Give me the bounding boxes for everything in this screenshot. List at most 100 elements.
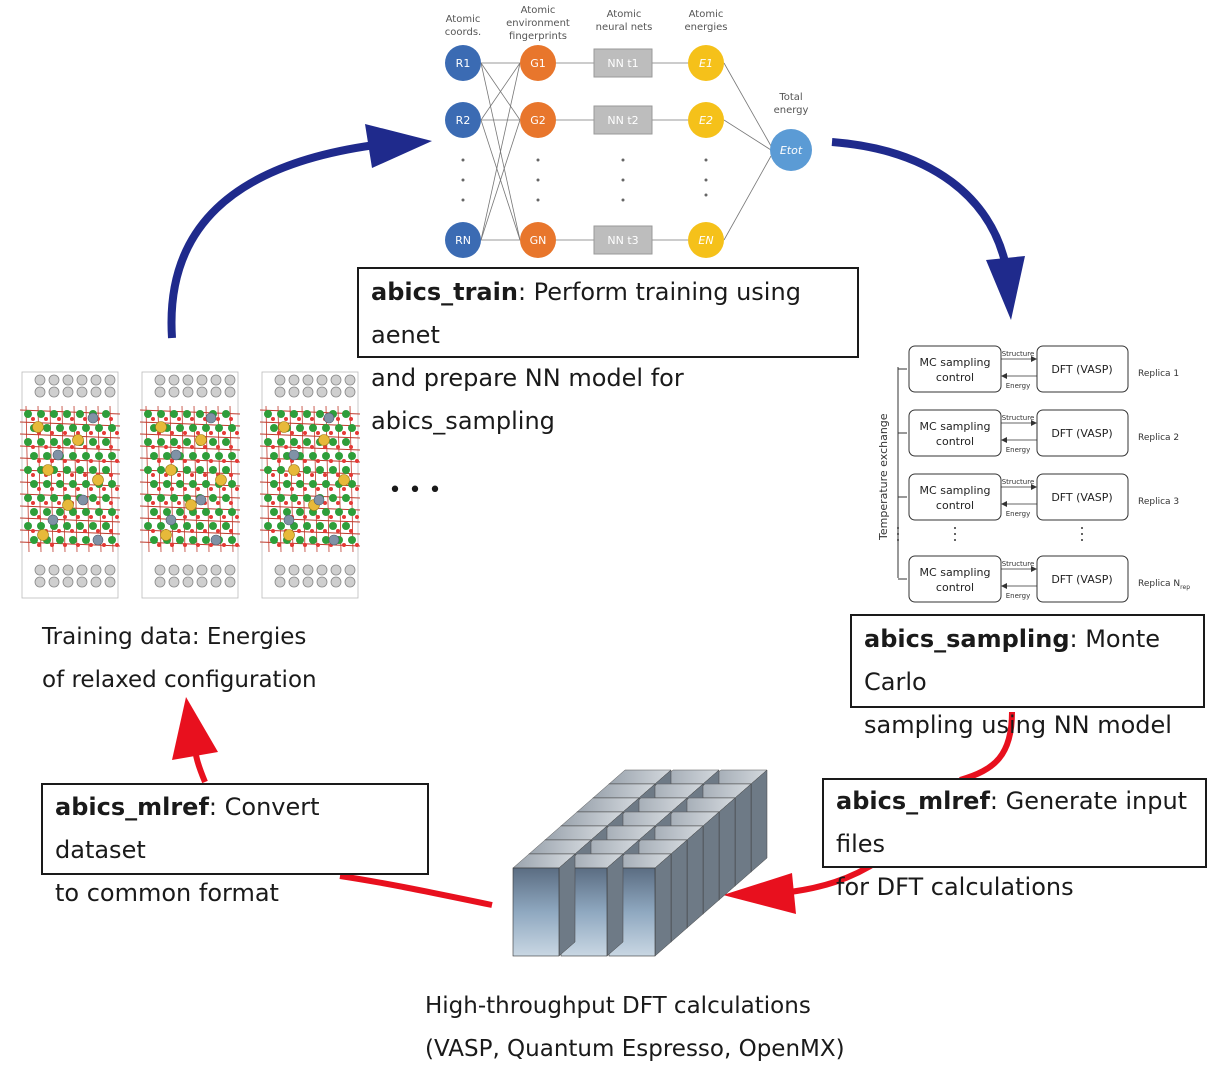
nn-node-2 <box>593 105 653 135</box>
red-atom <box>222 459 226 463</box>
green-atom <box>50 494 58 502</box>
grey-atom <box>224 576 236 588</box>
energy-label: Energy <box>1006 446 1031 454</box>
grey-atom <box>274 374 286 386</box>
green-atom <box>37 410 45 418</box>
green-atom <box>270 536 278 544</box>
r-node-1-label: R1 <box>456 57 471 70</box>
steel-atom <box>92 534 104 546</box>
bond <box>19 433 121 439</box>
grey-atom <box>274 564 286 576</box>
red-atom <box>183 431 187 435</box>
arrow-to-train-head <box>365 124 432 168</box>
green-atom <box>69 480 77 488</box>
grey-atom <box>90 564 102 576</box>
green-atom <box>183 410 191 418</box>
energy-label: Energy <box>1006 510 1031 518</box>
green-atom <box>82 480 90 488</box>
red-atom <box>216 417 220 421</box>
green-atom <box>209 494 217 502</box>
green-atom <box>316 522 324 530</box>
grey-atom <box>154 386 166 398</box>
green-atom <box>189 536 197 544</box>
red-atom <box>31 501 35 505</box>
grey-atom <box>104 386 116 398</box>
green-atom <box>37 522 45 530</box>
red-atom <box>89 459 93 463</box>
red-atom <box>271 501 275 505</box>
red-atom <box>290 431 294 435</box>
red-atom <box>190 417 194 421</box>
green-atom <box>157 522 165 530</box>
red-atom <box>109 473 113 477</box>
red-atom <box>284 501 288 505</box>
red-atom <box>216 529 220 533</box>
grey-atom <box>210 386 222 398</box>
r-node-1 <box>445 45 481 81</box>
mc-sampling-label: MC sampling <box>920 356 991 369</box>
green-atom <box>264 438 272 446</box>
green-atom <box>342 438 350 446</box>
nn-header-fp: Atomic <box>521 5 556 16</box>
grey-atom <box>224 386 236 398</box>
grey-atom <box>168 564 180 576</box>
red-atom <box>63 543 67 547</box>
red-atom <box>157 543 161 547</box>
red-atom <box>57 529 61 533</box>
steel-atom <box>210 534 222 546</box>
green-atom <box>63 438 71 446</box>
abics-mlref-convert-text-2: to common format <box>55 879 279 907</box>
e-node-n <box>688 222 724 258</box>
replica-label: Replica 3 <box>1138 497 1179 507</box>
red-atom <box>235 515 239 519</box>
bond <box>259 421 361 427</box>
red-atom <box>222 487 226 491</box>
mc-control-label: control <box>936 581 974 594</box>
steel-atom <box>47 514 59 526</box>
red-atom <box>355 431 359 435</box>
red-atom <box>57 417 61 421</box>
nn-header-energies-2: energies <box>684 22 727 33</box>
grey-atom <box>104 374 116 386</box>
green-atom <box>69 424 77 432</box>
grey-atom <box>62 564 74 576</box>
red-atom <box>196 459 200 463</box>
dft-caption-line-2: (VASP, Quantum Espresso, OpenMX) <box>425 1036 845 1062</box>
dft-caption-line-1: High-throughput DFT calculations <box>425 993 811 1019</box>
energy-arrow-head <box>1001 437 1007 443</box>
bond <box>139 421 241 427</box>
green-atom <box>157 410 165 418</box>
red-atom <box>89 431 93 435</box>
green-atom <box>296 508 304 516</box>
green-atom <box>342 410 350 418</box>
yellow-atom <box>92 474 104 486</box>
red-atom <box>196 431 200 435</box>
red-atom <box>83 417 87 421</box>
red-atom <box>183 515 187 519</box>
green-atom <box>176 480 184 488</box>
red-atom <box>83 473 87 477</box>
green-atom <box>102 466 110 474</box>
grey-atom <box>76 576 88 588</box>
red-atom <box>151 445 155 449</box>
server-rack <box>560 853 624 957</box>
green-atom <box>176 536 184 544</box>
red-atom <box>336 417 340 421</box>
red-atom <box>349 501 353 505</box>
red-atom <box>203 473 207 477</box>
green-atom <box>329 494 337 502</box>
bond <box>19 529 121 535</box>
red-atom <box>323 473 327 477</box>
red-atom <box>196 515 200 519</box>
green-atom <box>89 494 97 502</box>
red-atom <box>190 445 194 449</box>
red-atom <box>235 543 239 547</box>
abics-mlref-generate-text-1: : Generate input files <box>836 787 1188 858</box>
red-atom <box>277 543 281 547</box>
green-atom <box>277 522 285 530</box>
green-atom <box>163 452 171 460</box>
green-atom <box>335 424 343 432</box>
red-atom <box>63 459 67 463</box>
structure-arrow-head <box>1031 566 1037 572</box>
